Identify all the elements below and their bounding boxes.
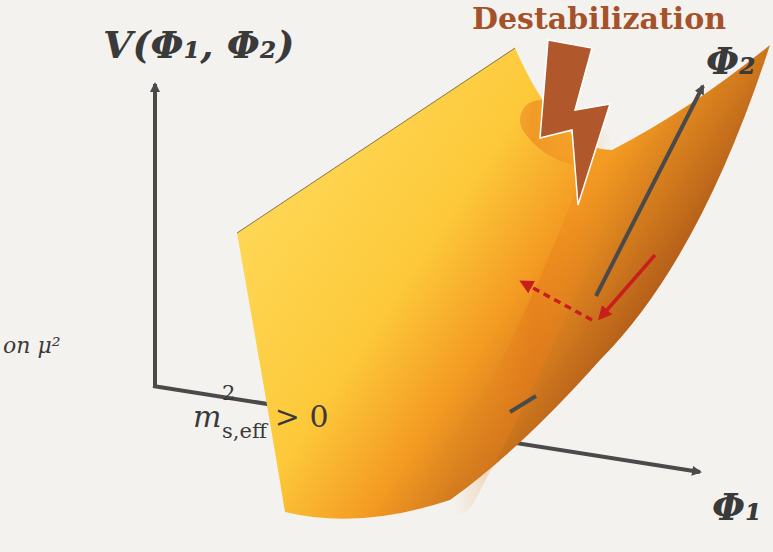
superscript: 2 <box>222 382 235 405</box>
phi2-axis <box>596 86 703 296</box>
note-label: on μ² <box>3 334 61 358</box>
lightning-bolt <box>540 40 610 205</box>
mass-symbol: m <box>193 400 221 433</box>
phi2-axis-base <box>510 396 536 412</box>
axis-label: Φ₁ <box>712 486 762 528</box>
v-axis <box>153 84 157 386</box>
subscript: s,eff <box>222 420 267 443</box>
axis-label: Φ₂ <box>706 40 756 82</box>
rolling-arrow <box>600 255 655 318</box>
instability-arrow <box>522 282 592 320</box>
potential-surface <box>237 45 770 519</box>
surface-edge <box>237 48 515 233</box>
condition-label: > 0 <box>275 400 329 433</box>
title-label: Destabilization <box>472 2 726 35</box>
axis-label: V(Φ₁, Φ₂) <box>103 24 294 66</box>
valley-shade <box>455 120 612 495</box>
